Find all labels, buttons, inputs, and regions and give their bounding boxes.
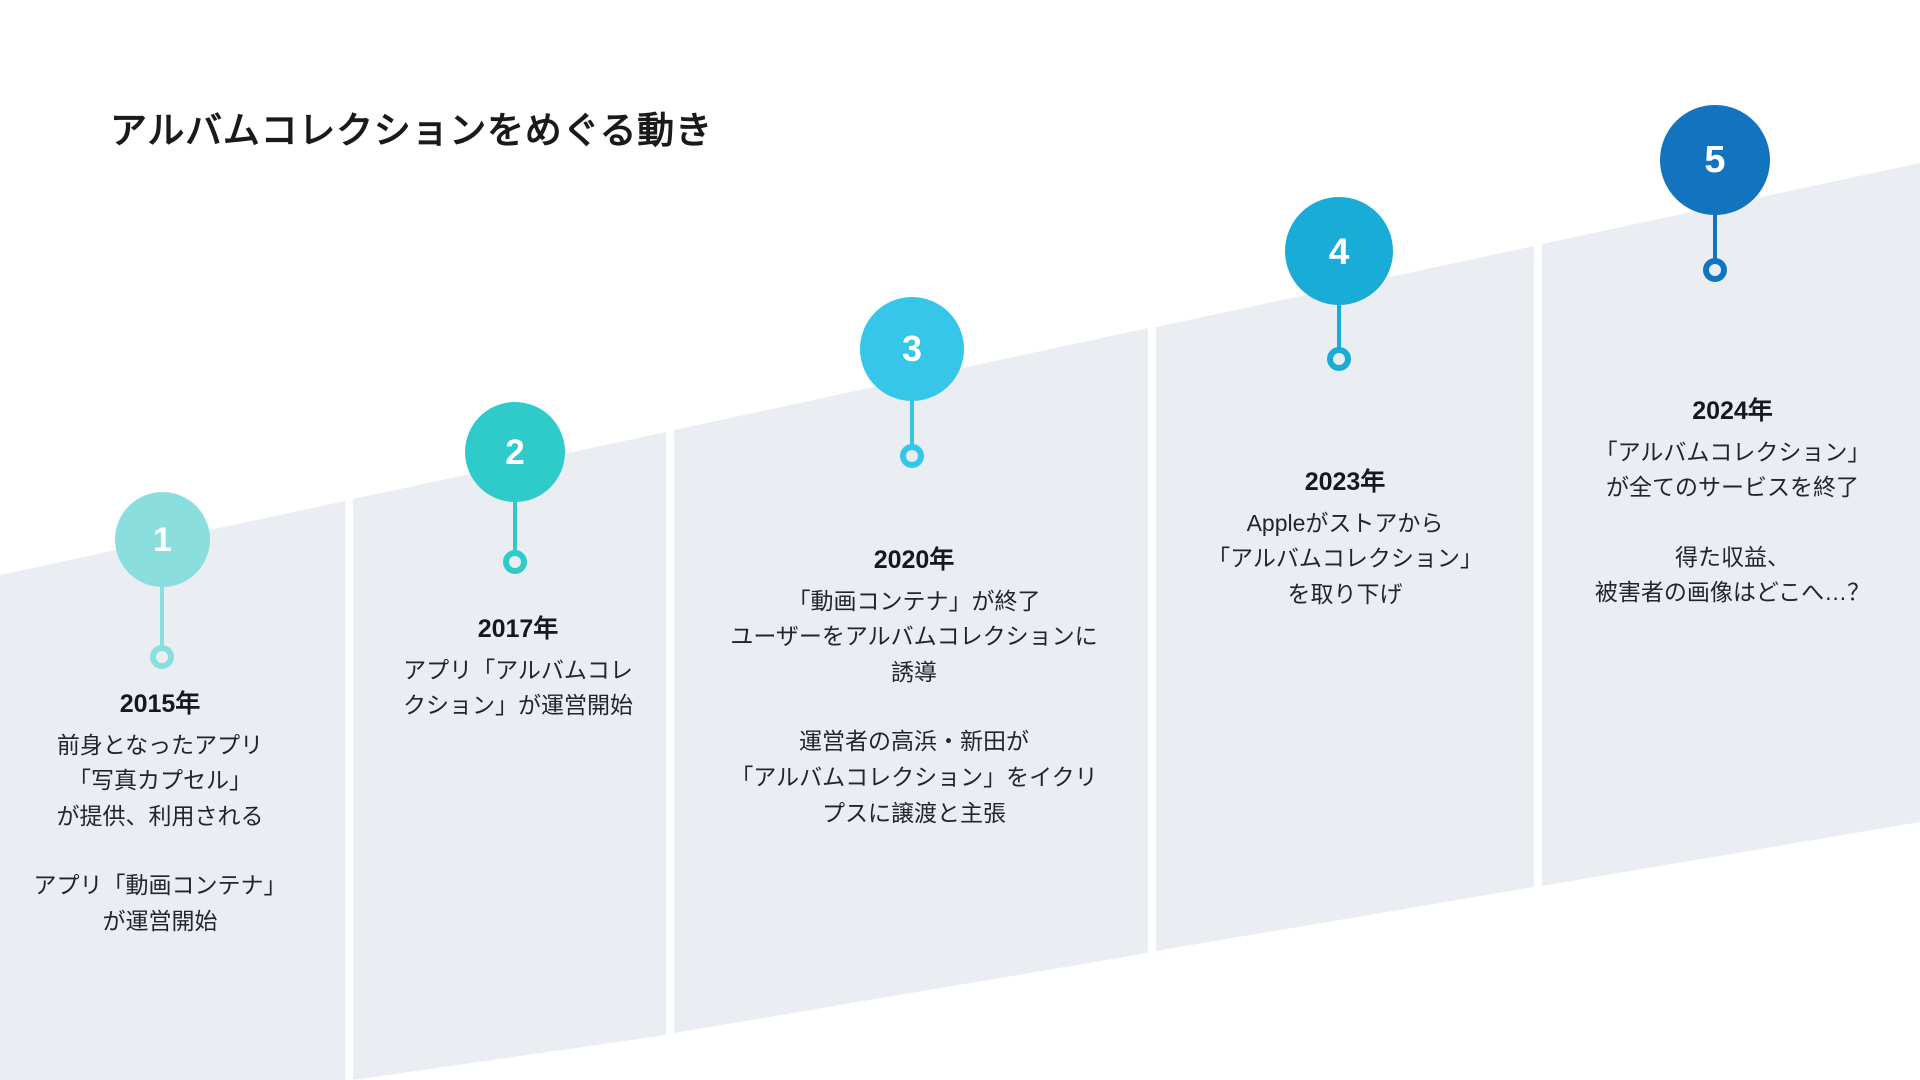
marker-ring-3 <box>900 444 924 468</box>
step-number-5[interactable]: 5 <box>1660 105 1770 215</box>
step-content-2: 2017年 アプリ「アルバムコレ クション」が運営開始 <box>358 611 678 724</box>
panel-3 <box>674 328 1148 1033</box>
step-body-1a: 前身となったアプリ 「写真カプセル」 が提供、利用される <box>56 731 264 829</box>
marker-ring-2 <box>503 550 527 574</box>
step-body-5a: 「アルバムコレクション」 が全てのサービスを終了 <box>1594 438 1871 501</box>
marker-ring-4 <box>1327 347 1351 371</box>
page-title: アルバムコレクションをめぐる動き <box>110 110 713 151</box>
step-year-2: 2017年 <box>477 615 559 643</box>
panel-1 <box>0 501 345 1080</box>
step-number-1[interactable]: 1 <box>115 492 210 587</box>
step-number-3[interactable]: 3 <box>860 297 964 401</box>
step-content-4: 2023年 Appleがストアから 「アルバムコレクション」 を取り下げ <box>1160 464 1530 612</box>
step-body-3b: 運営者の高浜・新田が 「アルバムコレクション」をイクリ プスに譲渡と主張 <box>730 728 1098 826</box>
marker-ring-5 <box>1703 258 1727 282</box>
step-number-2[interactable]: 2 <box>465 402 565 502</box>
panel-4 <box>1156 246 1534 951</box>
step-body-5b: 得た収益、 被害者の画像はどこへ…？ <box>1594 543 1871 606</box>
step-body-1b: アプリ「動画コンテナ」 が運営開始 <box>33 872 287 935</box>
step-body-2a: アプリ「アルバムコレ クション」が運営開始 <box>403 656 633 719</box>
marker-ring-1 <box>150 645 174 669</box>
panel-2 <box>353 432 666 1080</box>
step-body-3a: 「動画コンテナ」が終了 ユーザーをアルバムコレクションに 誘導 <box>730 587 1098 685</box>
step-content-3: 2020年 「動画コンテナ」が終了 ユーザーをアルバムコレクションに 誘導 運営… <box>674 542 1154 831</box>
step-number-4[interactable]: 4 <box>1285 197 1393 305</box>
step-year-4: 2023年 <box>1304 468 1386 496</box>
step-content-5: 2024年 「アルバムコレクション」 が全てのサービスを終了 得た収益、 被害者… <box>1545 393 1920 611</box>
panel-5 <box>1542 163 1920 886</box>
step-year-1: 2015年 <box>119 690 201 718</box>
step-body-4a: Appleがストアから 「アルバムコレクション」 を取り下げ <box>1207 509 1483 607</box>
step-year-5: 2024年 <box>1692 397 1773 425</box>
step-year-3: 2020年 <box>873 546 955 574</box>
step-content-1: 2015年 前身となったアプリ 「写真カプセル」 が提供、利用される アプリ「動… <box>0 686 320 940</box>
